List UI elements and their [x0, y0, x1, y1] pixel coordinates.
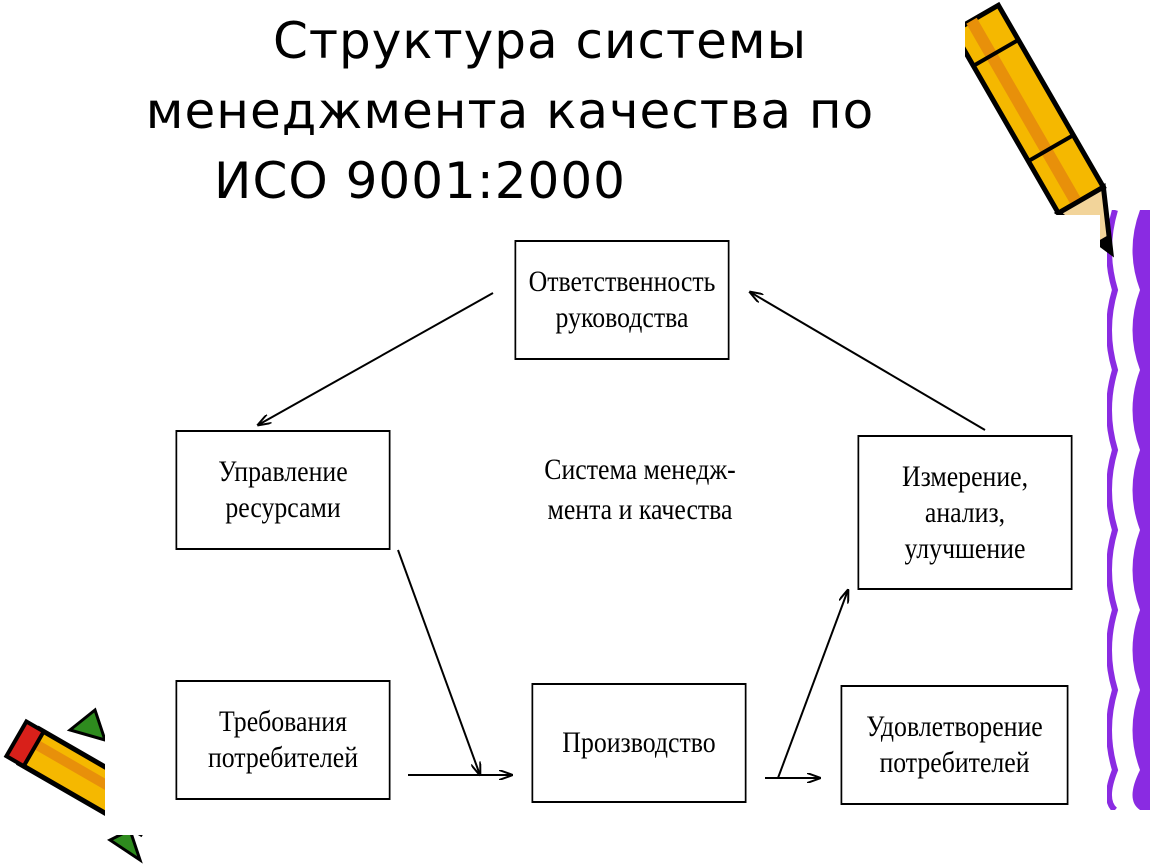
arrow-resources-to-production [397, 549, 480, 775]
title-line-3: ИСО 9001:2000 [214, 152, 626, 210]
box-satisfaction: Удовлетворение потребителей [840, 685, 1069, 805]
box-text: Ответственность [528, 265, 716, 298]
box-text: Измерение, [901, 459, 1029, 493]
box-resources: Управление ресурсами [175, 430, 391, 550]
box-text: руководства [555, 301, 689, 334]
slide-title: Структура системы менеджмента качества п… [60, 6, 960, 216]
box-text: потребителей [879, 746, 1030, 779]
title-line-1: Структура системы [272, 12, 808, 70]
arrow-measurement-to-responsibility [750, 292, 986, 431]
box-text: Управление [218, 455, 348, 488]
box-requirements: Требования потребителей [175, 680, 391, 800]
box-production: Производство [531, 683, 747, 803]
arrow-responsibility-to-resources [258, 292, 494, 425]
center-text-line: мента и качества [547, 493, 733, 526]
box-text: Удовлетворение [866, 710, 1043, 743]
center-text-line: Система менедж- [544, 453, 736, 486]
box-text: Производство [562, 726, 716, 759]
box-text: Требования [219, 705, 347, 738]
box-text: улучшение [904, 531, 1026, 565]
center-label: Система менедж- мента и качества [511, 450, 769, 530]
box-text: потребителей [207, 741, 359, 774]
box-measurement: Измерение, анализ, улучшение [857, 435, 1073, 590]
box-text: анализ, [924, 495, 1006, 529]
title-line-2: менеджмента качества по [145, 82, 875, 140]
box-responsibility: Ответственность руководства [514, 240, 730, 360]
arrow-production-to-measurement [777, 590, 848, 779]
box-text: ресурсами [225, 491, 341, 524]
